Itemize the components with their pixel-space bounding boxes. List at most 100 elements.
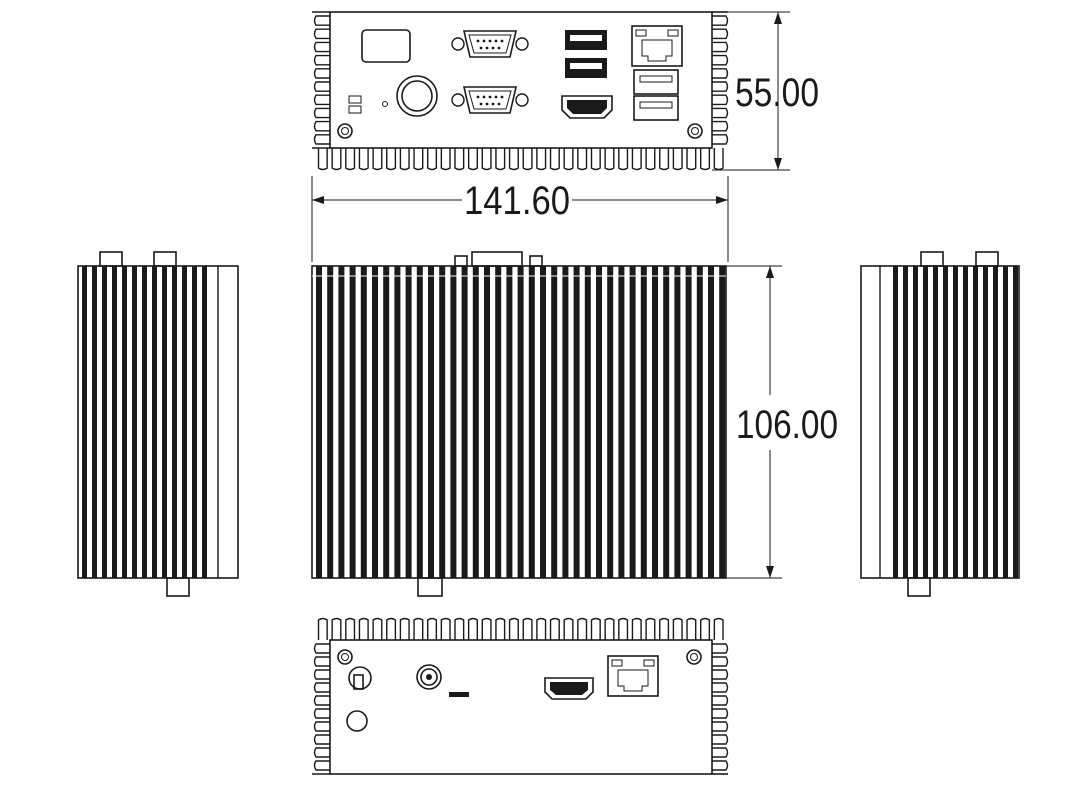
db9-pin [488, 39, 492, 43]
db9-pin [491, 46, 495, 50]
db9-pin [479, 46, 483, 50]
screw-icon [337, 649, 702, 665]
rib [652, 266, 658, 578]
db9-serial-port-icon [451, 86, 529, 114]
heatsink-fins [879, 266, 1018, 578]
rib [629, 266, 636, 578]
db9-pin [500, 95, 504, 99]
rib [372, 266, 378, 578]
dimension-depth: 106.00 [726, 265, 838, 579]
db9-pin [485, 46, 489, 50]
rib [394, 266, 401, 578]
fin-edge [712, 15, 729, 145]
rib [719, 266, 726, 578]
db9-pin [476, 39, 480, 43]
rib [349, 266, 356, 578]
db9-pin [497, 46, 501, 50]
rib [405, 266, 412, 578]
rib [983, 266, 988, 578]
rib [562, 266, 569, 578]
rib [182, 266, 187, 578]
latch-icon [348, 666, 372, 690]
db9-pin [500, 39, 504, 43]
rib [708, 266, 714, 578]
usb-port-icon [633, 69, 679, 121]
db9-pin [482, 95, 486, 99]
rib [461, 266, 468, 578]
rib [472, 266, 479, 578]
dimension-width: 141.60 [311, 176, 729, 262]
rear-right-fins [712, 643, 729, 771]
rib [607, 266, 614, 578]
rib [142, 266, 147, 578]
rib [439, 266, 446, 578]
db9-pin [476, 95, 480, 99]
rear-top-fins [317, 617, 724, 640]
reset-switch-icon [449, 692, 469, 697]
rib [596, 266, 602, 578]
rib [517, 266, 524, 578]
db9-pin [497, 102, 501, 106]
rib [172, 266, 177, 578]
db9-screw [451, 37, 529, 51]
rib [551, 266, 558, 578]
rib [360, 266, 367, 578]
rear-panel-view [312, 617, 729, 775]
screw-icon [337, 123, 703, 139]
rib [192, 266, 197, 578]
db9-shell [462, 86, 518, 114]
rib [428, 266, 434, 578]
rib [685, 266, 692, 578]
db9-pin [485, 102, 489, 106]
rib [893, 266, 898, 578]
rib [338, 266, 345, 578]
rib [663, 266, 670, 578]
rib [943, 266, 948, 578]
fin-edge [317, 148, 724, 171]
dimension-depth-label: 106.00 [736, 403, 838, 447]
rib [973, 266, 978, 578]
rib [495, 266, 502, 578]
right-side-view [860, 251, 1020, 597]
rib [102, 266, 107, 578]
heatsink-fins [82, 266, 219, 578]
front-left-fins [313, 15, 330, 145]
label-slot [361, 29, 411, 63]
db9-pin [494, 39, 498, 43]
rib [963, 266, 968, 578]
rear-panel-body [329, 639, 713, 775]
rib [122, 266, 127, 578]
rib [162, 266, 167, 578]
heatsink-fins [312, 266, 726, 578]
db9-inner [468, 90, 512, 110]
rib [696, 266, 703, 578]
db9-shell [462, 30, 518, 58]
db9-pin [488, 95, 492, 99]
rib [484, 266, 490, 578]
db9-pin [479, 102, 483, 106]
rib [82, 266, 87, 578]
rib [618, 266, 625, 578]
top-view [311, 251, 727, 597]
rj45-port-icon [607, 655, 659, 697]
rib [327, 266, 334, 578]
fin-edge [313, 15, 330, 145]
rib [903, 266, 908, 578]
led-indicator-icon [348, 95, 362, 114]
hdmi-port-icon [561, 95, 613, 119]
front-bottom-fins [312, 147, 724, 171]
rib [993, 266, 998, 578]
rib [1013, 266, 1018, 578]
front-right-fins [712, 15, 729, 145]
rib [640, 266, 647, 578]
db9-pin [494, 95, 498, 99]
rib [132, 266, 137, 578]
hdmi-port-icon [544, 677, 594, 700]
dc-power-jack-icon [416, 664, 442, 690]
rib [573, 266, 580, 578]
rib [540, 266, 546, 578]
rib [416, 266, 423, 578]
db9-inner [468, 34, 512, 54]
left-side-view [77, 251, 239, 597]
